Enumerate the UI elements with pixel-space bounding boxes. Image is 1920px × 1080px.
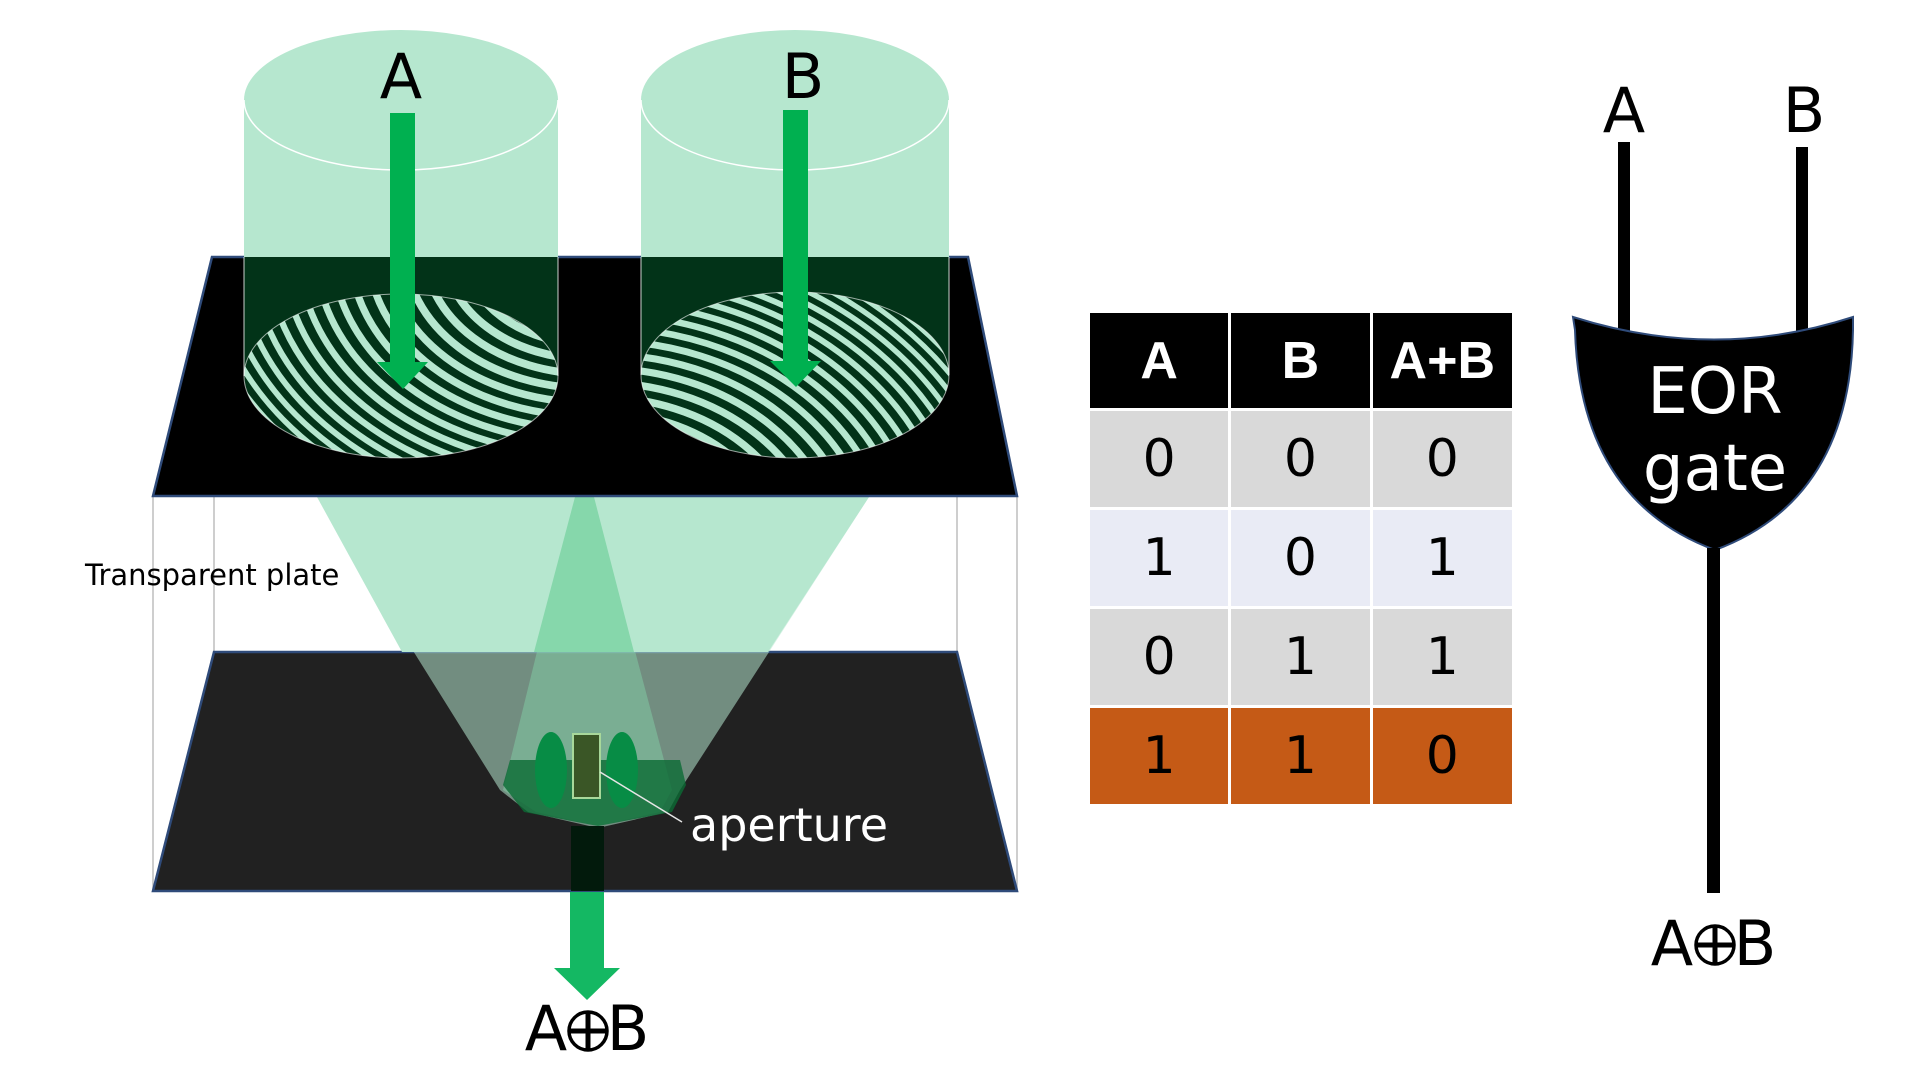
aperture-output-channel — [571, 826, 604, 891]
aperture-slit — [572, 733, 601, 799]
output-arrow — [554, 892, 620, 1000]
table-row-highlighted: 1 1 0 — [1090, 708, 1512, 804]
gate-body — [1571, 315, 1854, 552]
svg-text:A: A — [525, 992, 567, 1065]
svg-text:B: B — [1734, 907, 1777, 980]
cell-a: 0 — [1090, 609, 1229, 705]
header-b: B — [1231, 313, 1370, 408]
cell-a: 1 — [1090, 708, 1229, 804]
cell-a: 0 — [1090, 411, 1229, 507]
focus-region — [503, 732, 686, 891]
header-result: A+B — [1372, 313, 1512, 408]
gate-input-b-label: B — [1783, 74, 1826, 147]
header-a: A — [1090, 313, 1229, 408]
cell-result: 0 — [1372, 708, 1512, 804]
aperture-label: aperture — [690, 798, 888, 852]
focal-spot-right — [606, 732, 638, 808]
gate-input-a-label: A — [1603, 74, 1645, 147]
cell-a: 1 — [1090, 510, 1229, 606]
output-label-left: A B — [525, 992, 649, 1065]
focal-spot-left — [535, 732, 567, 808]
input-arrow-a — [377, 113, 428, 389]
cell-b: 0 — [1231, 510, 1370, 606]
input-arrow-b — [770, 110, 821, 387]
gate-output-label: A B — [1651, 907, 1776, 980]
gate-input-wire-b — [1796, 147, 1808, 347]
transparent-plate-label: Transparent plate — [84, 558, 339, 592]
cell-result: 1 — [1372, 609, 1512, 705]
cell-b: 0 — [1231, 411, 1370, 507]
aperture-leader-line — [599, 771, 683, 823]
svg-text:A: A — [1651, 907, 1693, 980]
cell-result: 0 — [1372, 411, 1512, 507]
transparent-plate-frame — [152, 496, 1018, 891]
table-row: 0 0 0 — [1090, 411, 1512, 507]
eor-gate: A B EOR gate — [1571, 74, 1854, 893]
gate-output-wire — [1707, 548, 1720, 893]
input-a-label: A — [380, 40, 422, 113]
gate-title-line1: EOR — [1647, 355, 1782, 429]
xor-symbol-icon — [567, 1010, 609, 1052]
gate-xor-symbol-icon — [1694, 924, 1736, 966]
input-b-label: B — [782, 40, 825, 113]
svg-text:B: B — [607, 992, 650, 1065]
table-row: 1 0 1 — [1090, 510, 1512, 606]
truth-table-header: A B A+B — [1090, 313, 1512, 408]
cell-b: 1 — [1231, 609, 1370, 705]
truth-table: A B A+B 0 0 0 1 0 1 0 1 1 1 1 0 — [1087, 310, 1515, 807]
gate-input-wire-a — [1618, 142, 1630, 342]
cell-b: 1 — [1231, 708, 1370, 804]
gate-title-line2: gate — [1643, 432, 1787, 506]
table-row: 0 1 1 — [1090, 609, 1512, 705]
cell-result: 1 — [1372, 510, 1512, 606]
beam-between-plates — [317, 497, 869, 652]
